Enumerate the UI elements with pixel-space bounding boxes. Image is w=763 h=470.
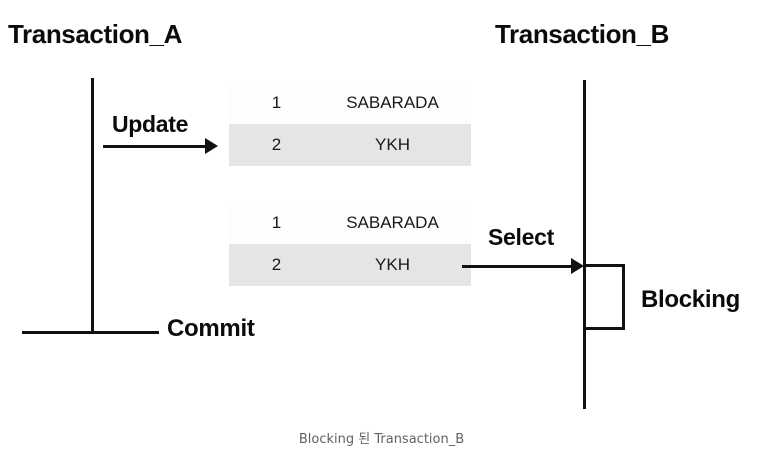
- table-cell-name: YKH: [375, 255, 410, 274]
- table-row: 1 SABARADA: [229, 202, 471, 244]
- table-row: 2 YKH: [229, 244, 471, 286]
- table-cell-id: 2: [271, 255, 282, 274]
- table-cell-id: 1: [271, 213, 282, 232]
- blocking-bracket-icon: [584, 264, 625, 330]
- data-table-for-select: 1 SABARADA 2 YKH: [229, 202, 471, 286]
- commit-marker-line: [22, 331, 159, 334]
- select-arrow-shaft: [462, 265, 574, 268]
- table-cell-name: SABARADA: [346, 213, 439, 232]
- figure-caption: Blocking 된 Transaction_B: [298, 432, 465, 447]
- table-cell-id: 1: [271, 93, 282, 112]
- update-arrow-shaft: [103, 145, 208, 148]
- data-table-after-update: 1 SABARADA 2 YKH: [229, 82, 471, 166]
- lane-title-transaction-a: Transaction_A: [8, 19, 182, 49]
- select-arrow-head-icon: [571, 258, 584, 274]
- blocking-label: Blocking: [641, 286, 740, 313]
- table-row: 2 YKH: [229, 124, 471, 166]
- table-cell-name: SABARADA: [346, 93, 439, 112]
- table-cell-name: YKH: [375, 135, 410, 154]
- lifeline-transaction-b: [583, 80, 586, 409]
- update-arrow-head-icon: [205, 138, 218, 154]
- commit-label: Commit: [167, 315, 255, 342]
- table-cell-id: 2: [271, 135, 282, 154]
- select-arrow-label: Select: [488, 224, 554, 250]
- lane-title-transaction-b: Transaction_B: [495, 19, 669, 49]
- lifeline-transaction-a: [91, 78, 94, 333]
- update-arrow-label: Update: [112, 111, 189, 137]
- table-row: 1 SABARADA: [229, 82, 471, 124]
